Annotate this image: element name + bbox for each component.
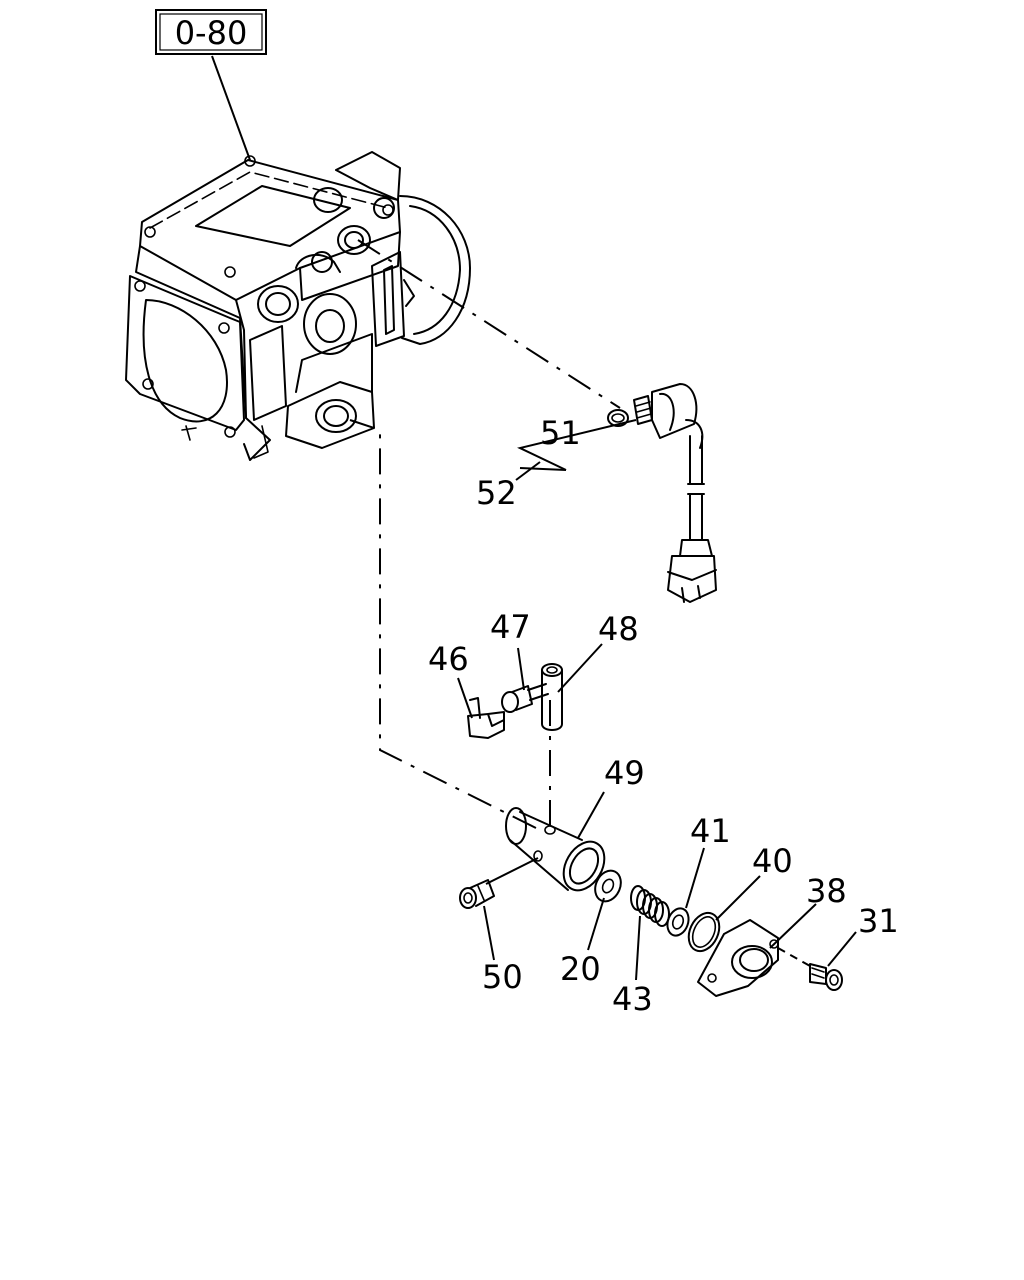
connection-line-sensor — [357, 239, 621, 409]
pin-50[interactable] — [459, 879, 495, 909]
sleeve-49[interactable] — [505, 807, 613, 898]
washer-20[interactable] — [590, 866, 625, 905]
sensor-assembly-52[interactable] — [633, 383, 717, 603]
callout-52[interactable]: 52 — [476, 474, 517, 512]
spring-43[interactable] — [630, 885, 670, 927]
callout-20[interactable]: 20 — [560, 950, 601, 988]
o-ring-51[interactable] — [607, 409, 629, 427]
o-ring-40[interactable] — [683, 908, 725, 956]
leader-50-sleeve — [485, 857, 539, 885]
callout-47[interactable]: 47 — [490, 608, 531, 646]
callout-43[interactable]: 43 — [612, 980, 653, 1018]
callout-50[interactable]: 50 — [482, 958, 523, 996]
callout-31[interactable]: 31 — [858, 902, 899, 940]
callout-leaders — [457, 419, 857, 981]
pin-48[interactable] — [541, 663, 563, 731]
clip-46[interactable] — [467, 697, 505, 739]
reference-label: 0-80 — [175, 14, 248, 52]
reference-leader — [211, 55, 251, 161]
callout-labels: 51 52 47 48 46 49 41 40 38 31 50 20 43 — [428, 414, 899, 1018]
bolt-31[interactable] — [809, 963, 843, 991]
connection-line-sleeve — [349, 419, 541, 831]
callout-38[interactable]: 38 — [806, 872, 847, 910]
pump-housing — [125, 151, 471, 461]
washer-41[interactable] — [664, 905, 692, 938]
callout-49[interactable]: 49 — [604, 754, 645, 792]
cover-38[interactable] — [697, 919, 779, 997]
reference-box[interactable]: 0-80 — [155, 9, 267, 55]
leader-31-cover — [777, 947, 811, 967]
callout-46[interactable]: 46 — [428, 640, 469, 678]
callout-41[interactable]: 41 — [690, 812, 731, 850]
callout-48[interactable]: 48 — [598, 610, 639, 648]
callout-51[interactable]: 51 — [540, 414, 581, 452]
callout-40[interactable]: 40 — [752, 842, 793, 880]
